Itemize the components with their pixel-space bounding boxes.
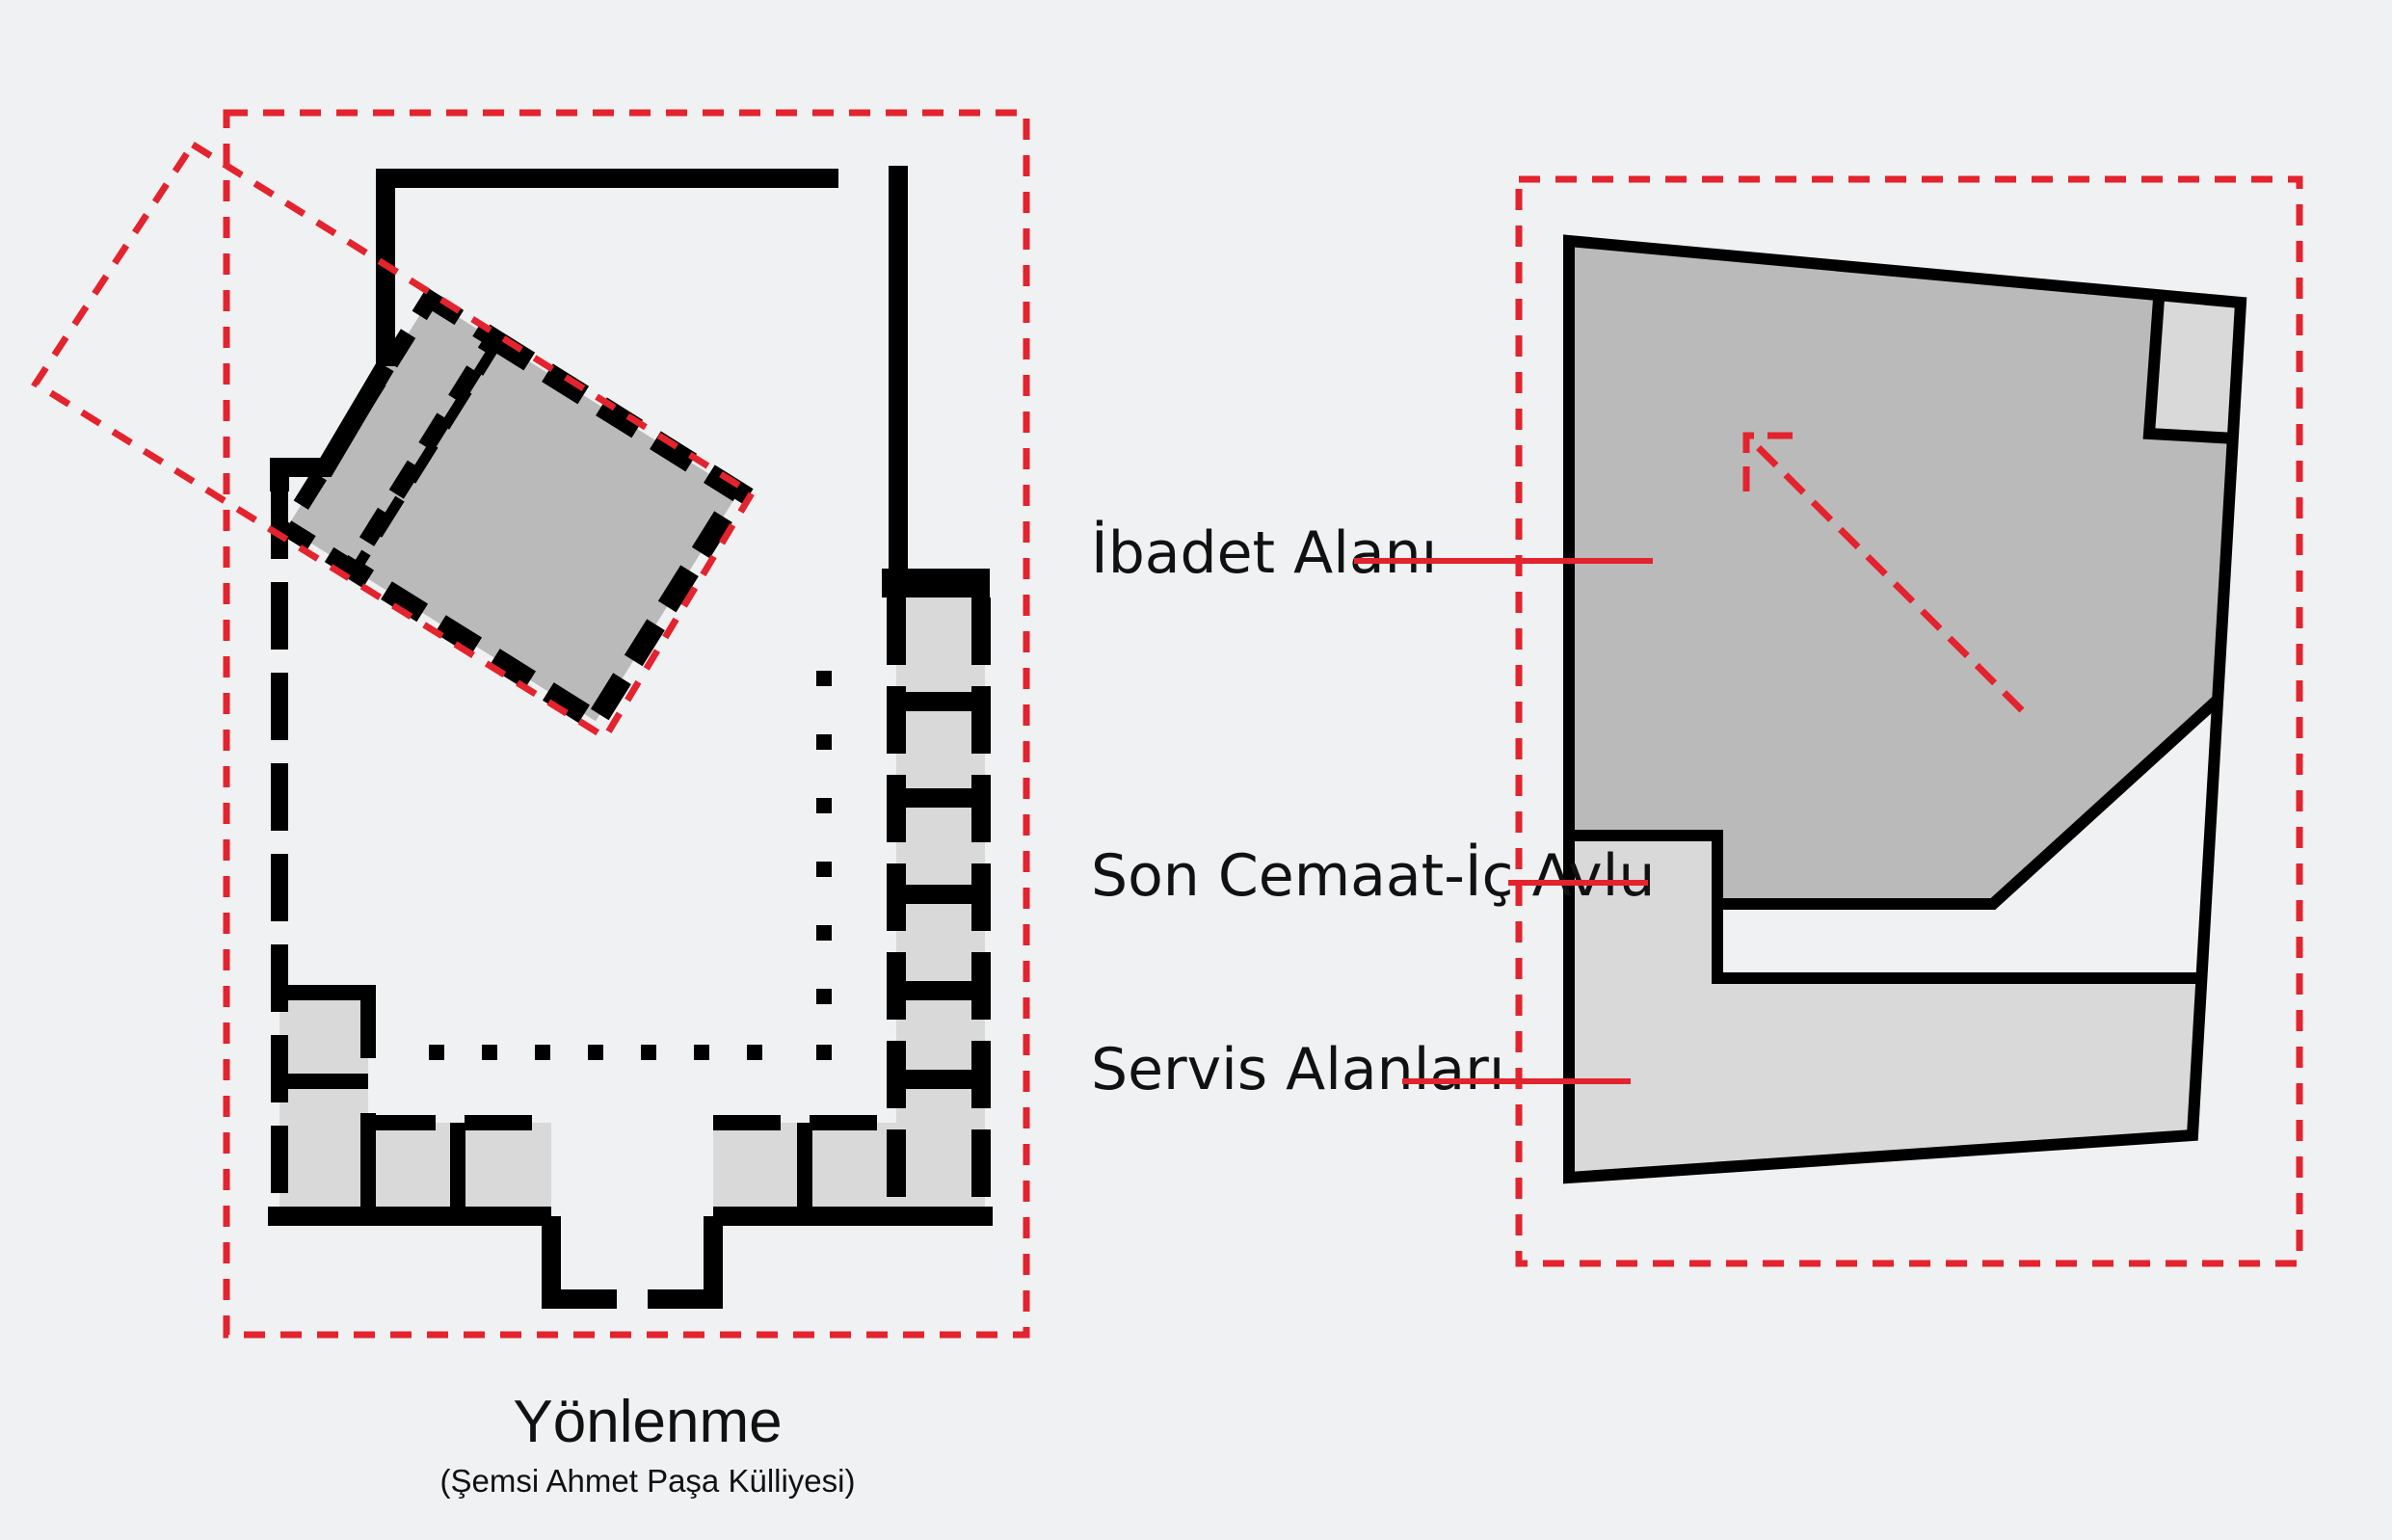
column (816, 671, 832, 686)
orientation-frames (31, 109, 1030, 1339)
complex-plan (31, 109, 1030, 1339)
dashed-arrow-up-left-icon (1742, 432, 2025, 713)
column (816, 989, 832, 1004)
column (816, 798, 832, 813)
zone-labels: İbadet Alanı Son Cemaat-İç Avlu Servis A… (1091, 518, 1655, 1103)
label-worship-area: İbadet Alanı (1091, 518, 1437, 587)
minaret-zone (2149, 299, 2241, 438)
column (747, 1045, 762, 1060)
column (816, 862, 832, 877)
gate-right (648, 1216, 723, 1309)
south-west-rooms (279, 985, 896, 1216)
column (694, 1045, 709, 1060)
zone-frame (1515, 175, 2303, 1267)
label-service-areas: Servis Alanları (1091, 1036, 1504, 1103)
column (429, 1045, 444, 1060)
west-edge-wall (270, 360, 394, 491)
column (816, 925, 832, 941)
mosque-porch (286, 299, 493, 569)
label-narthex-courtyard: Son Cemaat-İç Avlu (1091, 841, 1655, 910)
east-block-top (882, 569, 990, 597)
colonnade-columns (429, 671, 832, 1060)
zone-plan (1515, 175, 2303, 1267)
minaret-boundary (2142, 298, 2237, 444)
caption-subtitle: (Şemsi Ahmet Paşa Külliyesi) (440, 1463, 856, 1499)
arrow-head (1742, 432, 1802, 491)
column (588, 1045, 603, 1060)
service-area-zone (1569, 836, 2197, 1178)
worship-area-zone (1569, 241, 2241, 904)
column (535, 1045, 550, 1060)
column (816, 734, 832, 750)
solid-walls (268, 166, 993, 1309)
mosque-block (275, 287, 754, 736)
service-room (279, 993, 368, 1221)
gate-left (542, 1216, 617, 1309)
room-wall (279, 985, 376, 1058)
service-area-boundary (1712, 904, 2197, 984)
arrow-shaft (1743, 433, 2025, 713)
caption-title: Yönlenme (513, 1389, 782, 1455)
column (816, 1045, 832, 1060)
zone-walls (1563, 234, 2247, 1184)
column (482, 1045, 497, 1060)
outer-boundary (1563, 234, 2247, 1184)
column (641, 1045, 656, 1060)
east-block (882, 569, 991, 1216)
north-wall (376, 169, 838, 366)
site-frame (223, 109, 1030, 1339)
